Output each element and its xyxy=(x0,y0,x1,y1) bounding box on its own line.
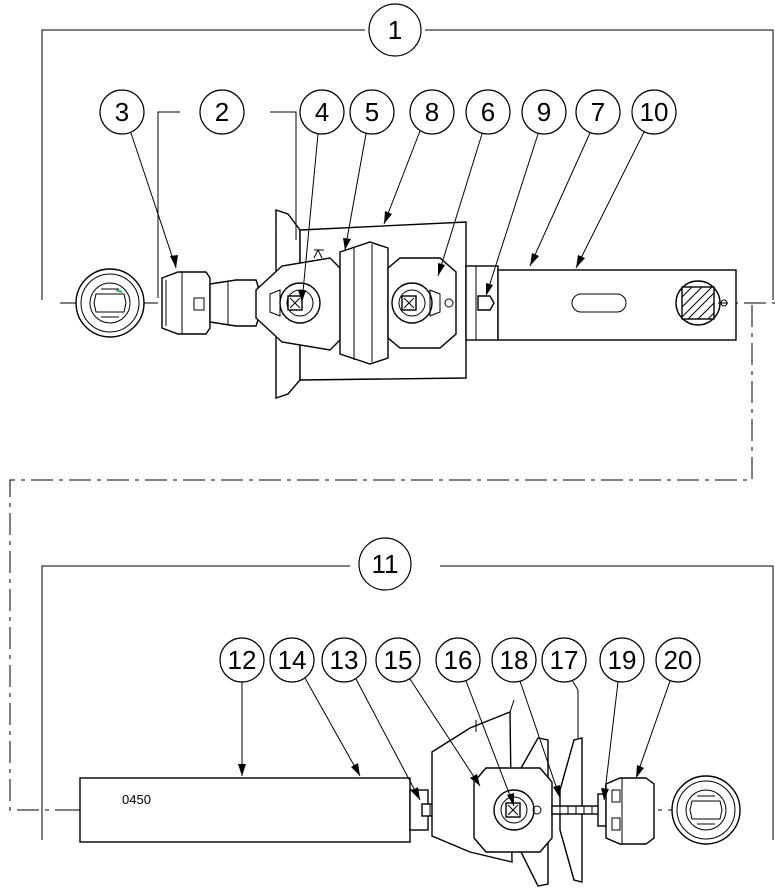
part-3-collar xyxy=(161,271,211,335)
callout-7: 7 xyxy=(529,89,621,267)
callout-20: 20 xyxy=(635,637,701,779)
svg-text:3: 3 xyxy=(115,97,129,127)
callout-18: 18 xyxy=(491,637,561,799)
svg-text:11: 11 xyxy=(372,549,399,579)
part-12-tube: 0450 xyxy=(79,777,411,843)
svg-text:2: 2 xyxy=(215,97,229,127)
assembly-11-balloon: 11 xyxy=(358,537,412,591)
svg-text:9: 9 xyxy=(537,97,551,127)
callout-13: 13 xyxy=(321,637,421,801)
part-6-cross-joint-right xyxy=(387,257,457,349)
callout-12: 12 xyxy=(219,637,265,776)
callout-14: 14 xyxy=(269,637,361,777)
svg-text:10: 10 xyxy=(640,97,669,127)
callout-5: 5 xyxy=(343,89,395,251)
svg-text:5: 5 xyxy=(365,97,379,127)
callout-17: 17 xyxy=(541,637,587,738)
callout-16: 16 xyxy=(435,637,515,807)
callout-8: 8 xyxy=(383,89,455,225)
assembly-11-bracket xyxy=(41,565,774,840)
svg-text:1: 1 xyxy=(388,15,402,45)
svg-text:19: 19 xyxy=(608,645,637,675)
callout-4: 4 xyxy=(298,89,345,303)
callout-6: 6 xyxy=(437,89,511,277)
assembly-1-balloon: 1 xyxy=(368,3,422,57)
part-10-tube-end-view xyxy=(675,280,728,326)
svg-text:15: 15 xyxy=(384,645,413,675)
yoke-end-view-top xyxy=(75,268,145,338)
part-16-cross-joint-bottom xyxy=(473,767,553,853)
callout-15: 15 xyxy=(375,637,481,787)
svg-text:17: 17 xyxy=(550,645,579,675)
callout-19: 19 xyxy=(599,637,645,801)
part-9-collar xyxy=(465,265,499,341)
part-5-center-housing xyxy=(339,241,389,365)
part-20-collar xyxy=(605,777,655,845)
svg-text:8: 8 xyxy=(425,97,439,127)
svg-text:6: 6 xyxy=(481,97,495,127)
svg-text:14: 14 xyxy=(278,645,307,675)
svg-text:18: 18 xyxy=(500,645,529,675)
callout-2: 2 xyxy=(157,89,297,298)
assembly-1-bracket xyxy=(41,29,774,300)
svg-text:7: 7 xyxy=(591,97,605,127)
svg-text:4: 4 xyxy=(315,97,329,127)
svg-text:12: 12 xyxy=(228,645,257,675)
part-4-cross-joint-left xyxy=(255,248,341,351)
svg-text:13: 13 xyxy=(330,645,359,675)
tube-marking: 0450 xyxy=(122,792,151,807)
callout-9: 9 xyxy=(485,89,567,297)
callout-10: 10 xyxy=(575,89,677,269)
connector-path xyxy=(9,305,753,811)
yoke-end-view-bottom xyxy=(671,775,741,845)
callout-3: 3 xyxy=(99,89,178,269)
svg-text:20: 20 xyxy=(664,645,693,675)
svg-text:16: 16 xyxy=(444,645,473,675)
part-2-inner-shaft xyxy=(209,279,259,327)
grease-mark-icon xyxy=(115,289,123,293)
